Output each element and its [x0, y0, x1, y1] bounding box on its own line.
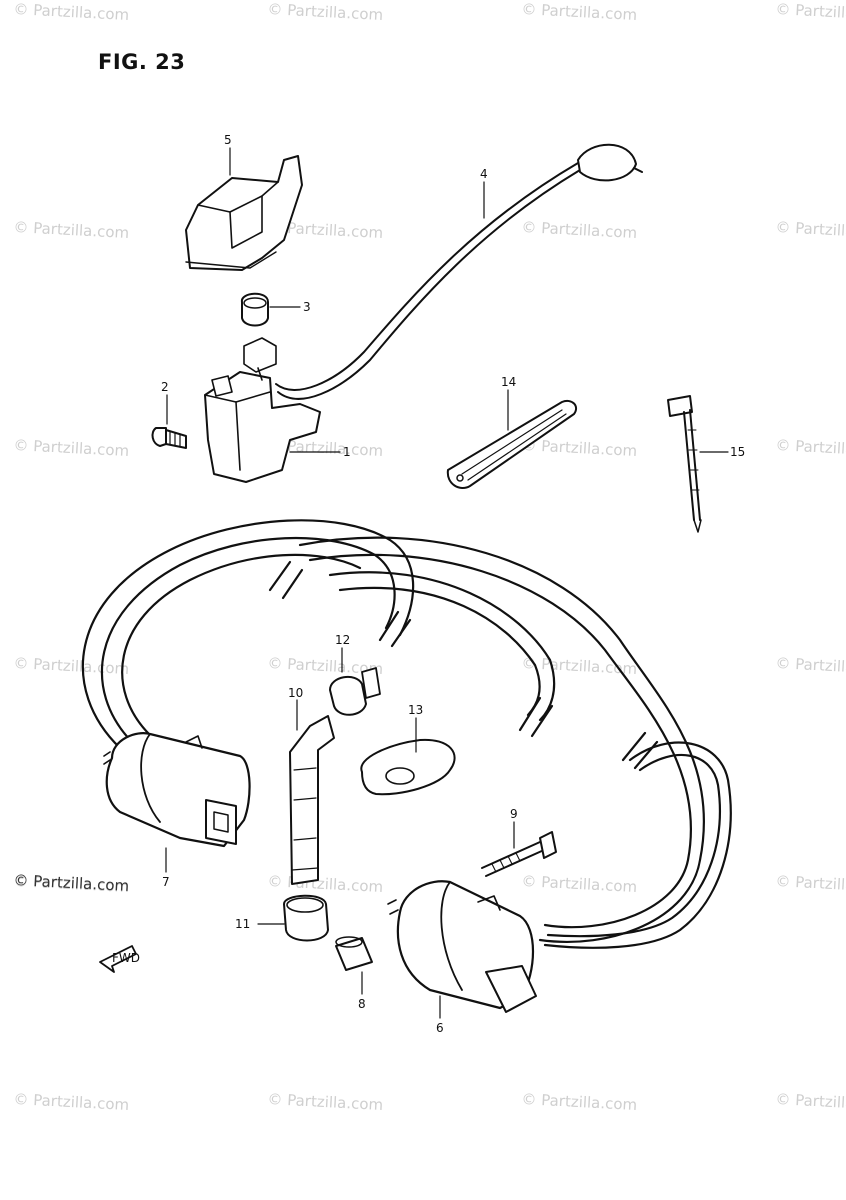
callout-2: 2 [161, 380, 169, 394]
callout-8: 8 [358, 997, 366, 1011]
callout-numbers: 5 3 4 2 1 14 15 12 10 13 7 9 11 8 6 [161, 133, 745, 1035]
callout-15: 15 [730, 445, 745, 459]
callout-5: 5 [224, 133, 232, 147]
callout-6: 6 [436, 1021, 444, 1035]
forward-arrow-label: FWD [112, 951, 140, 965]
part-12-grommet [329, 667, 381, 716]
part-14-strap [446, 400, 578, 489]
part-7-ignition-coil [103, 732, 251, 848]
part-15-cable-tie [667, 395, 702, 533]
part-4-lead-wire [275, 143, 643, 400]
callout-9: 9 [510, 807, 518, 821]
forward-direction-arrow: FWD [99, 945, 140, 973]
part-13-pad [360, 738, 456, 796]
part-8-spacer [335, 936, 373, 971]
callout-leader-lines [165, 147, 729, 1019]
callout-13: 13 [408, 703, 423, 717]
part-2-screw [151, 427, 187, 449]
callout-4: 4 [480, 167, 488, 181]
callout-14: 14 [501, 375, 516, 389]
part-5-cover [185, 155, 303, 271]
callout-1: 1 [343, 445, 351, 459]
ignition-harness-wires [81, 519, 732, 949]
part-9-bolt [481, 831, 557, 877]
part-1-switch-unit [204, 337, 321, 483]
callout-12: 12 [335, 633, 350, 647]
part-6-ignition-coil [387, 880, 537, 1013]
callout-11: 11 [235, 917, 250, 931]
part-10-plug-cap [289, 715, 335, 885]
part-3-grommet [241, 292, 269, 327]
callout-7: 7 [162, 875, 170, 889]
callout-3: 3 [303, 300, 311, 314]
callout-10: 10 [288, 686, 303, 700]
figure-title: FIG. 23 [98, 50, 186, 74]
part-11-plug-boot [283, 894, 329, 942]
